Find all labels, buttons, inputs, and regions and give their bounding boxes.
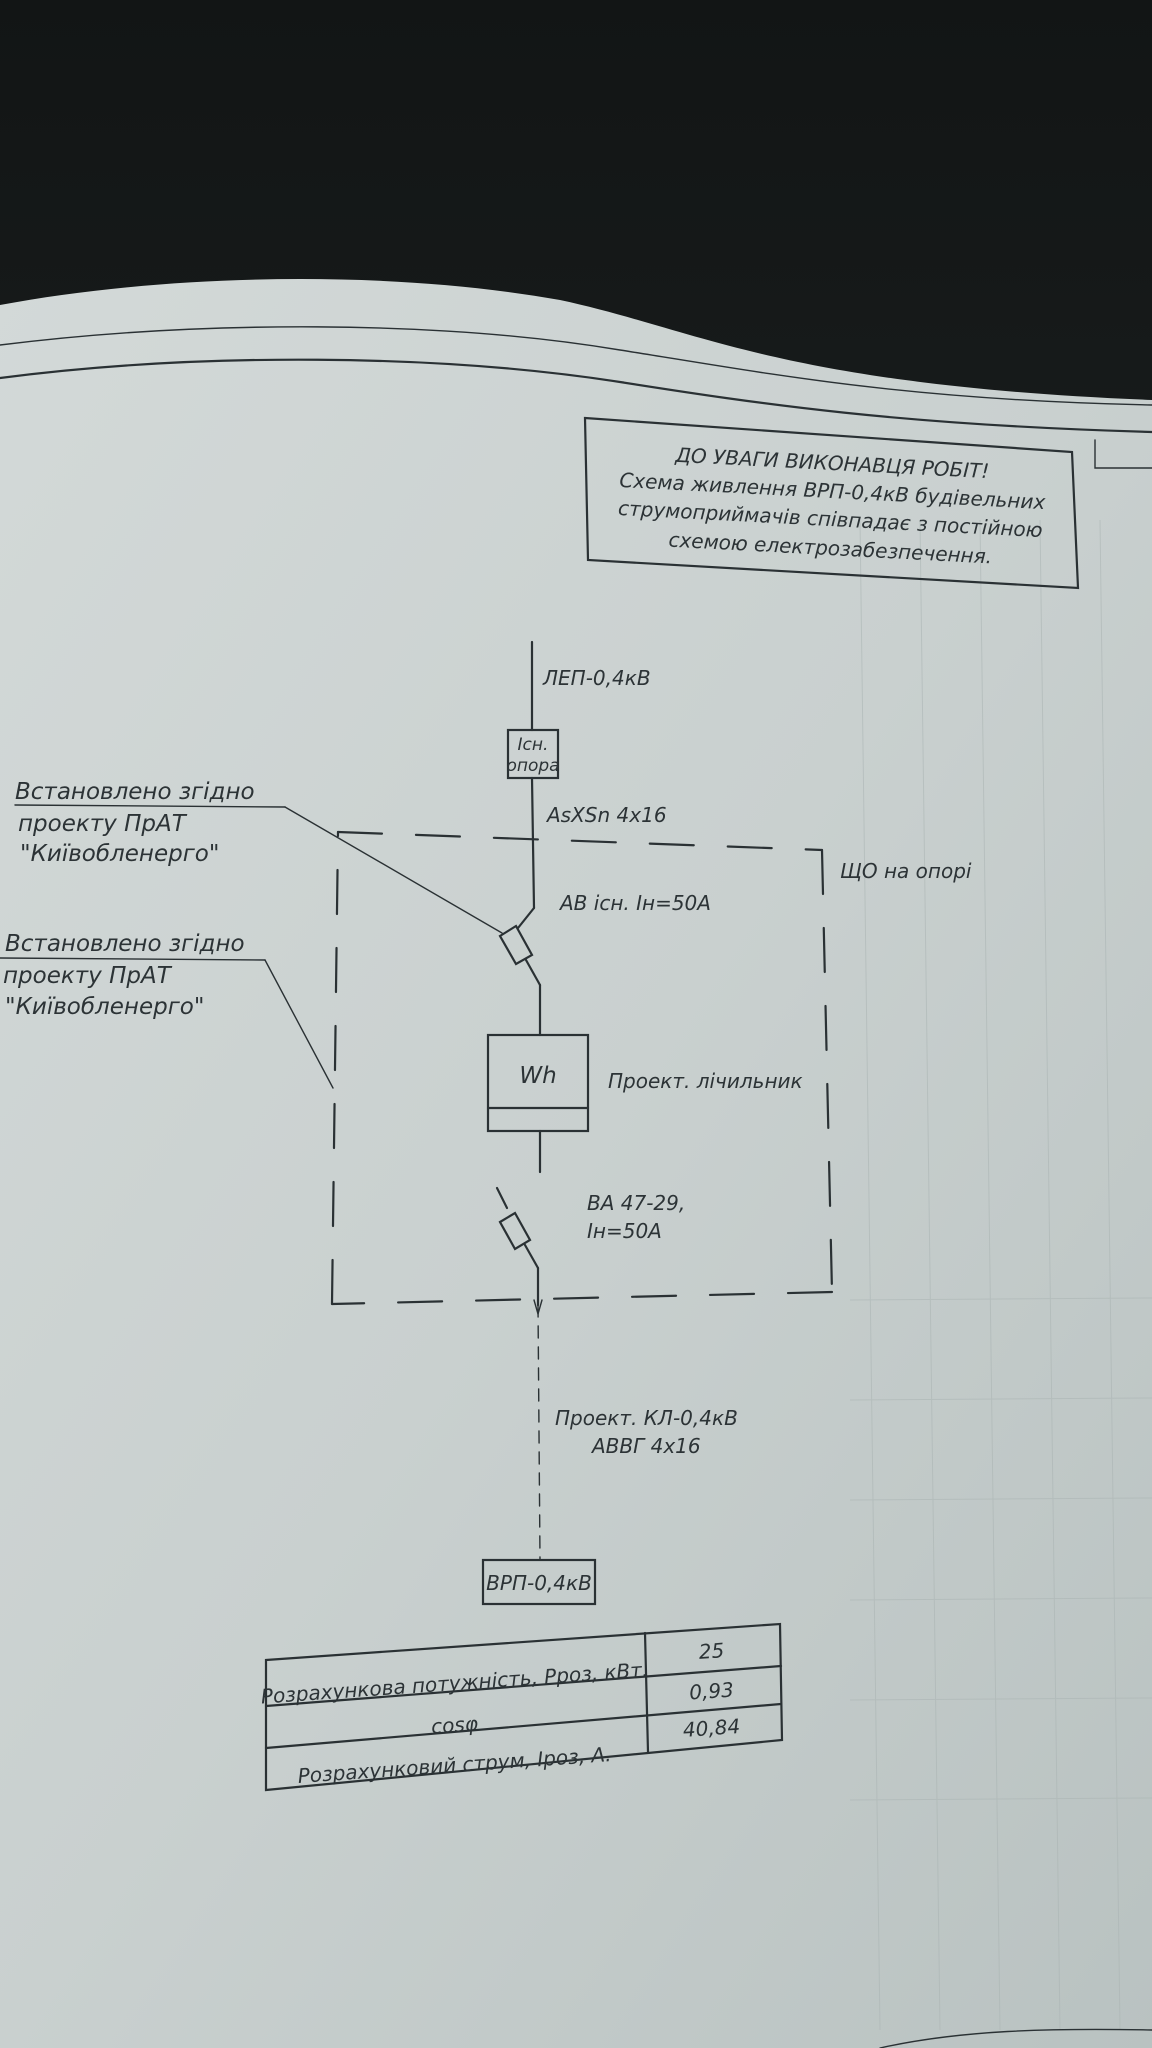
- paper-border-inner: [0, 358, 1152, 434]
- overhead-line-label: ЛЕП-0,4кВ: [542, 666, 651, 690]
- outgoing-cable-label-2: АВВГ 4х16: [590, 1434, 701, 1458]
- incoming-cable-label: AsXSn 4x16: [545, 803, 667, 827]
- notice-frame: [583, 416, 1080, 590]
- new-breaker-label-2: Ін=50А: [587, 1219, 662, 1243]
- panel-enclosure: ЩО на опорі: [330, 830, 972, 1306]
- table-row-2-param: cosφ: [430, 1711, 478, 1738]
- outgoing-cable-label-1: Проект. КЛ-0,4кВ: [555, 1406, 738, 1430]
- callout-1-line-2: проекту ПрАТ: [18, 811, 188, 837]
- line-below-pole: [530, 776, 536, 910]
- panel-label: ЩО на опорі: [840, 859, 972, 883]
- callout-2-line-1: Встановлено згідно: [5, 931, 245, 957]
- table-row-3-value: 40,84: [682, 1714, 741, 1742]
- callout-1: Встановлено згідно проекту ПрАТ "Київобл…: [14, 779, 503, 934]
- pole-label-1: Існ.: [518, 735, 549, 755]
- new-breaker: ВА 47-29, Ін=50А: [495, 1129, 685, 1307]
- existing-breaker-label: АВ існ. Ін=50А: [558, 891, 711, 915]
- feeder-line: Існ. опора ЛЕП-0,4кВ AsXSn 4x16: [506, 640, 667, 910]
- meter-symbol: Wh: [519, 1063, 556, 1089]
- meter-label: Проект. лічильник: [608, 1069, 803, 1093]
- paper-sheet: [0, 279, 1152, 2048]
- energy-meter: Wh Проект. лічильник: [486, 1033, 803, 1133]
- paper-bottom-edge: [879, 2028, 1152, 2048]
- faint-grid: [849, 519, 1152, 2031]
- table-row-2-value: 0,93: [688, 1677, 734, 1704]
- callout-1-line-3: "Київобленерго": [20, 841, 219, 867]
- right-frame-stub: [1094, 439, 1152, 469]
- callout-2: Встановлено згідно проекту ПрАТ "Київобл…: [0, 931, 334, 1089]
- callout-1-line-1: Встановлено згідно: [15, 779, 255, 805]
- new-breaker-label-1: ВА 47-29,: [587, 1191, 685, 1215]
- pole-label-2: опора: [506, 756, 559, 776]
- paper-border-outer: [0, 326, 1152, 406]
- callout-2-line-2: проекту ПрАТ: [3, 963, 173, 989]
- outgoing-cable: Проект. КЛ-0,4кВ АВВГ 4х16 ВРП-0,4кВ: [481, 1299, 738, 1606]
- existing-breaker: АВ існ. Ін=50А: [498, 891, 711, 1037]
- table-row-1-value: 25: [698, 1638, 725, 1664]
- consumer-box: [481, 1558, 597, 1606]
- callout-2-line-3: "Київобленерго": [5, 994, 204, 1020]
- consumer-label: ВРП-0,4кВ: [486, 1571, 592, 1595]
